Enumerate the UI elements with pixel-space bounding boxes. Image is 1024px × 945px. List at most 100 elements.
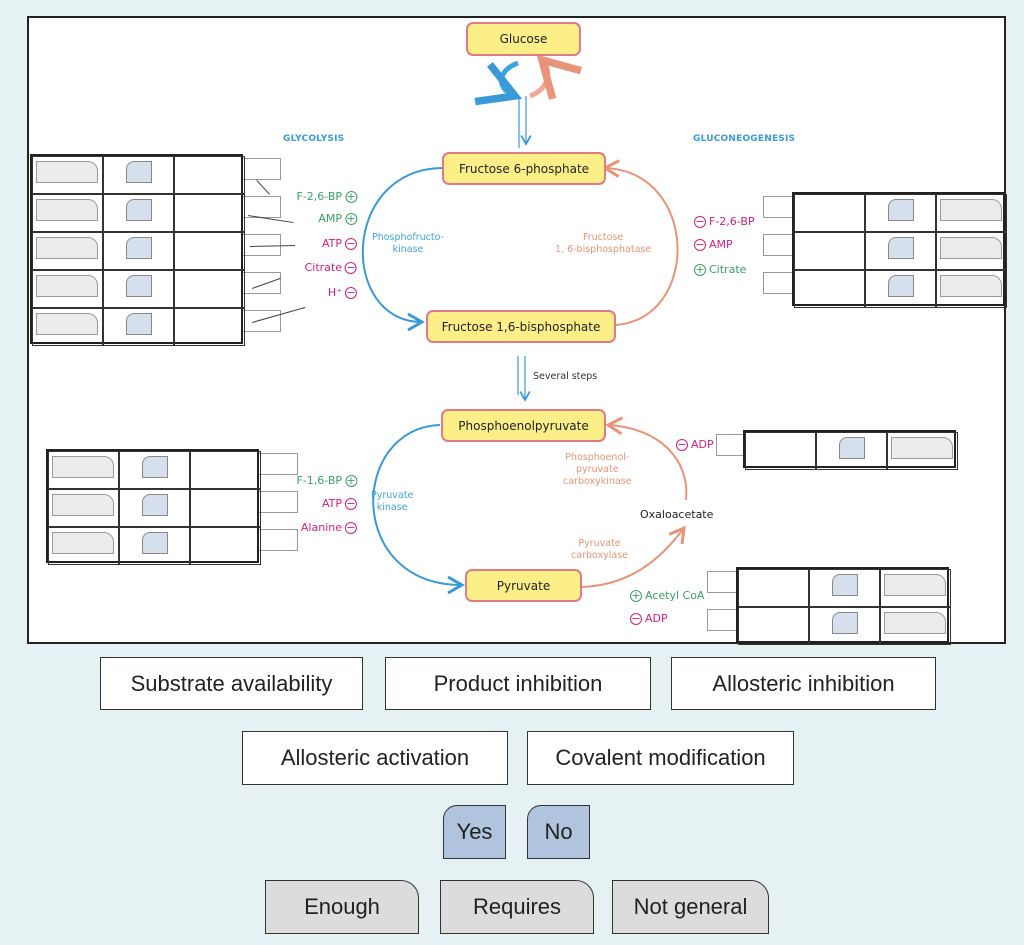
- mechanism-drop-cell[interactable]: [738, 569, 809, 607]
- effector-atp: ATP−: [322, 237, 357, 250]
- yes-no-drop-cell[interactable]: [103, 308, 174, 346]
- effector-f-2-6-bp: F-2,6-BP+: [296, 190, 357, 203]
- effector-name: F-2,6-BP: [709, 215, 755, 228]
- yes-no-drop-cell[interactable]: [103, 270, 174, 308]
- yes-no-drop-cell[interactable]: [103, 232, 174, 270]
- generality-drop-cell[interactable]: [48, 489, 119, 527]
- effector-alanine: Alanine−: [301, 521, 357, 534]
- yes-no-slot[interactable]: [142, 494, 168, 516]
- option-no[interactable]: No: [527, 805, 590, 859]
- yes-no-slot[interactable]: [126, 313, 152, 335]
- generality-drop-cell[interactable]: [880, 607, 951, 645]
- mechanism-drop-cell[interactable]: [190, 451, 261, 489]
- yes-no-drop-cell[interactable]: [119, 527, 190, 565]
- mechanism-drop-cell[interactable]: [745, 432, 816, 470]
- generality-slot[interactable]: [36, 199, 98, 221]
- option-allosteric-activation[interactable]: Allosteric activation: [242, 731, 508, 785]
- yes-no-drop-cell[interactable]: [809, 607, 880, 645]
- yes-no-slot[interactable]: [126, 199, 152, 221]
- effector-name: ADP: [645, 612, 668, 625]
- option-allosteric-inhibition[interactable]: Allosteric inhibition: [671, 657, 936, 710]
- mechanism-drop-cell[interactable]: [174, 308, 245, 346]
- generality-drop-cell[interactable]: [48, 451, 119, 489]
- option-substrate-availability[interactable]: Substrate availability: [100, 657, 363, 710]
- generality-slot[interactable]: [884, 612, 946, 634]
- yes-no-slot[interactable]: [888, 237, 914, 259]
- generality-drop-cell[interactable]: [887, 432, 958, 470]
- generality-slot[interactable]: [884, 574, 946, 596]
- option-product-inhibition[interactable]: Product inhibition: [385, 657, 651, 710]
- generality-slot[interactable]: [36, 161, 98, 183]
- generality-slot[interactable]: [940, 237, 1002, 259]
- effector-name: ATP: [321, 497, 342, 510]
- yes-no-slot[interactable]: [142, 532, 168, 554]
- mechanism-drop-cell[interactable]: [174, 194, 245, 232]
- mechanism-drop-cell[interactable]: [174, 156, 245, 194]
- generality-slot[interactable]: [36, 237, 98, 259]
- yes-no-slot[interactable]: [126, 161, 152, 183]
- mechanism-drop-cell[interactable]: [738, 607, 809, 645]
- generality-drop-cell[interactable]: [936, 232, 1007, 270]
- yes-no-slot[interactable]: [888, 199, 914, 221]
- mechanism-drop-cell[interactable]: [794, 194, 865, 232]
- mechanism-drop-cell[interactable]: [174, 232, 245, 270]
- generality-drop-cell[interactable]: [32, 308, 103, 346]
- minus-circle-icon: −: [345, 497, 357, 510]
- yes-no-drop-cell[interactable]: [119, 489, 190, 527]
- node-phosphoenolpyruvate: Phosphoenolpyruvate: [441, 409, 606, 442]
- yes-no-drop-cell[interactable]: [119, 451, 190, 489]
- effector-amp: AMP+: [318, 212, 357, 225]
- generality-drop-cell[interactable]: [880, 569, 951, 607]
- yes-no-drop-cell[interactable]: [865, 194, 936, 232]
- generality-drop-cell[interactable]: [32, 270, 103, 308]
- mechanism-drop-cell[interactable]: [174, 270, 245, 308]
- minus-circle-icon: −: [676, 438, 688, 451]
- generality-slot[interactable]: [36, 313, 98, 335]
- yes-no-drop-cell[interactable]: [809, 569, 880, 607]
- yes-no-slot[interactable]: [126, 275, 152, 297]
- option-covalent-modification[interactable]: Covalent modification: [527, 731, 794, 785]
- yes-no-slot[interactable]: [832, 612, 858, 634]
- generality-slot[interactable]: [52, 532, 114, 554]
- option-yes[interactable]: Yes: [443, 805, 506, 859]
- generality-slot[interactable]: [891, 437, 953, 459]
- option-requires[interactable]: Requires: [440, 880, 594, 934]
- mechanism-drop-cell[interactable]: [794, 232, 865, 270]
- minus-circle-icon: −: [694, 238, 706, 251]
- plus-circle-icon: +: [345, 474, 357, 487]
- option-not-general[interactable]: Not general: [612, 880, 769, 934]
- effector-adp: −ADP: [676, 438, 714, 451]
- generality-slot[interactable]: [940, 275, 1002, 297]
- glycolysis-heading: GLYCOLYSIS: [283, 134, 345, 144]
- yes-no-slot[interactable]: [126, 237, 152, 259]
- generality-drop-cell[interactable]: [32, 194, 103, 232]
- node-pyruvate: Pyruvate: [465, 569, 582, 602]
- yes-no-drop-cell[interactable]: [103, 194, 174, 232]
- mechanism-drop-cell[interactable]: [190, 489, 261, 527]
- generality-drop-cell[interactable]: [936, 194, 1007, 232]
- yes-no-drop-cell[interactable]: [103, 156, 174, 194]
- yes-no-drop-cell[interactable]: [816, 432, 887, 470]
- generality-drop-cell[interactable]: [48, 527, 119, 565]
- generality-drop-cell[interactable]: [32, 232, 103, 270]
- generality-slot[interactable]: [940, 199, 1002, 221]
- pepck-line2: pyruvate: [575, 464, 619, 475]
- generality-drop-cell[interactable]: [936, 270, 1007, 308]
- node-fructose-1-6-bisphosphate: Fructose 1,6-bisphosphate: [426, 310, 616, 343]
- generality-slot[interactable]: [52, 456, 114, 478]
- yes-no-drop-cell[interactable]: [865, 270, 936, 308]
- minus-circle-icon: −: [345, 261, 357, 274]
- yes-no-slot[interactable]: [142, 456, 168, 478]
- yes-no-slot[interactable]: [832, 574, 858, 596]
- yes-no-slot[interactable]: [839, 437, 865, 459]
- mechanism-drop-cell[interactable]: [190, 527, 261, 565]
- yes-no-drop-cell[interactable]: [865, 232, 936, 270]
- option-enough[interactable]: Enough: [265, 880, 419, 934]
- mechanism-drop-cell[interactable]: [794, 270, 865, 308]
- effector-name: AMP: [709, 238, 733, 251]
- generality-slot[interactable]: [52, 494, 114, 516]
- yes-no-slot[interactable]: [888, 275, 914, 297]
- generality-drop-cell[interactable]: [32, 156, 103, 194]
- generality-slot[interactable]: [36, 275, 98, 297]
